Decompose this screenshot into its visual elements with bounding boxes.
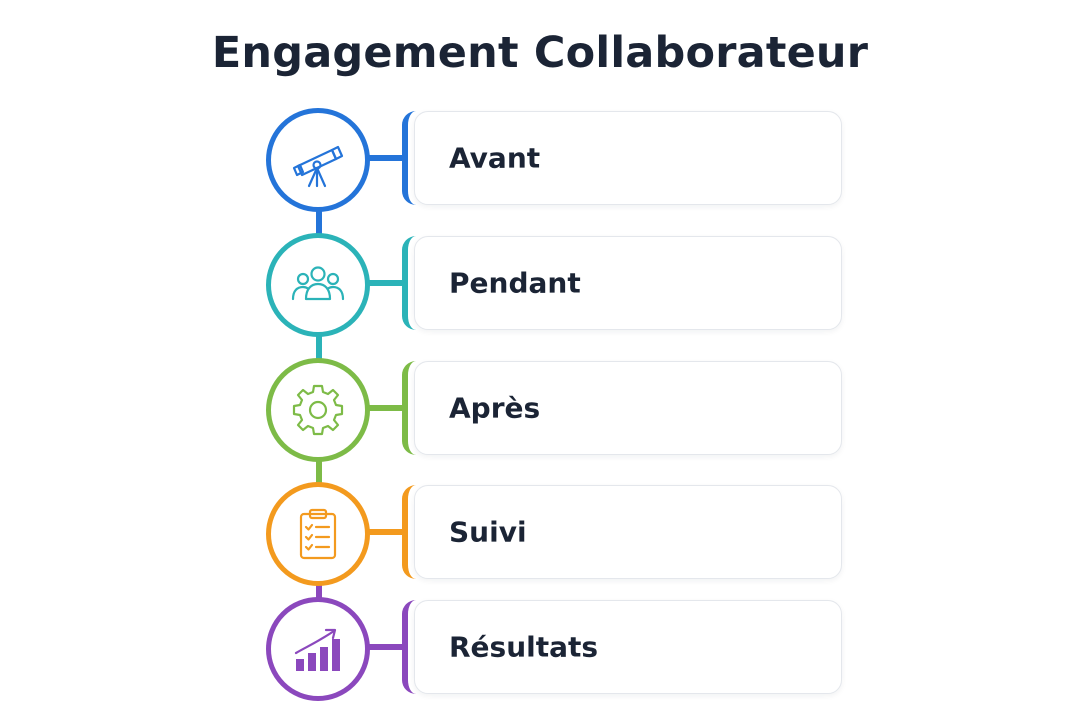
step-card: Après (414, 361, 842, 455)
step-connector (369, 405, 407, 411)
step-ring (266, 597, 370, 701)
spine-segment-3 (316, 456, 322, 486)
clipboard-checklist-icon (299, 508, 337, 560)
spine-segment-2 (316, 331, 322, 361)
telescope-icon (292, 145, 344, 188)
team-icon (291, 266, 345, 301)
step-connector (369, 644, 407, 650)
step-connector (369, 280, 407, 286)
step-ring (266, 233, 370, 337)
diagram-title: Engagement Collaborateur (211, 28, 869, 78)
step-bracket (402, 236, 416, 330)
step-label: Suivi (449, 515, 527, 549)
step-avant: Avant (266, 108, 846, 212)
spine-segment-4 (316, 580, 322, 600)
step-connector (369, 529, 407, 535)
step-label: Après (449, 391, 541, 425)
step-ring (266, 108, 370, 212)
step-card: Résultats (414, 600, 842, 694)
step-resultats: Résultats (266, 597, 846, 701)
step-apres: Après (266, 358, 846, 462)
step-label: Résultats (449, 630, 599, 664)
growth-chart-icon (294, 628, 340, 671)
step-bracket (402, 111, 416, 205)
step-bracket (402, 600, 416, 694)
step-label: Pendant (449, 266, 581, 300)
step-pendant: Pendant (266, 233, 846, 337)
gear-icon (292, 384, 344, 436)
step-label: Avant (449, 141, 541, 175)
spine-segment-1 (316, 206, 322, 236)
step-ring (266, 482, 370, 586)
step-connector (369, 155, 407, 161)
step-card: Pendant (414, 236, 842, 330)
step-ring (266, 358, 370, 462)
step-card: Suivi (414, 485, 842, 579)
step-bracket (402, 485, 416, 579)
step-suivi: Suivi (266, 482, 846, 586)
step-card: Avant (414, 111, 842, 205)
step-bracket (402, 361, 416, 455)
